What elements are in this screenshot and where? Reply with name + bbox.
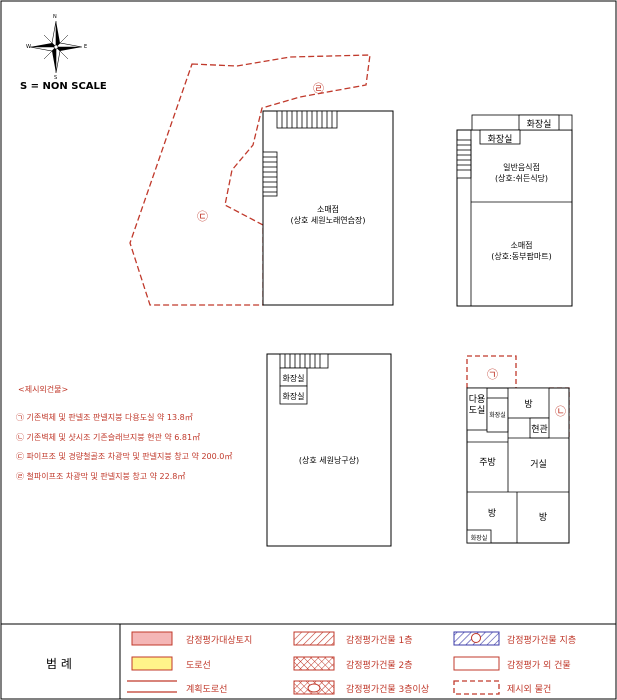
legend-label-road-line: 도로선 <box>186 661 211 671</box>
retail-sub: (상호:동부팜마트) <box>491 252 552 261</box>
house-wc-small: 화장실 <box>489 412 506 419</box>
compass-w: W <box>26 44 31 50</box>
symbol-g: ㉠ <box>487 368 498 381</box>
middle-sub: (상호 세원낭구상) <box>298 456 360 465</box>
house-building <box>466 355 570 544</box>
compass-s: S <box>54 75 58 81</box>
exclusion-boundary-3 <box>129 54 371 306</box>
house-living: 거실 <box>530 460 547 470</box>
store-building <box>262 110 394 306</box>
legend-label-basement: 감정평가건물 지층 <box>507 636 577 646</box>
exclusion-item-3: ㉢ 파이프조 및 경량철골조 차광막 및 판넬지붕 창고 약 200.0㎡ <box>16 452 233 461</box>
legend-swatch-planned-road <box>127 680 177 693</box>
legend-swatch-floor-2 <box>293 656 335 671</box>
exclusions-title: <제시외건물> <box>18 385 69 394</box>
legend-swatch-floor-3 <box>293 680 335 695</box>
house-room-2: 방 <box>487 509 497 519</box>
restaurant-sub: (상호:쉬든식당) <box>494 174 549 183</box>
exclusion-item-1: ㉠ 기존벽체 및 판넬조 판넬지붕 다용도실 약 13.8㎡ <box>16 413 193 422</box>
legend-frame <box>1 623 616 699</box>
house-wc-bottom: 화장실 <box>470 535 488 542</box>
legend-label-floor-2: 감정평가건물 2층 <box>346 661 413 671</box>
symbol-d: ㉢ <box>197 210 208 223</box>
house-room-3: 방 <box>538 513 548 523</box>
middle-building <box>266 353 392 547</box>
legend-swatch-exclusion <box>453 680 500 695</box>
compass-n: N <box>53 14 57 20</box>
compass-e: E <box>84 44 88 50</box>
right-building <box>456 114 573 307</box>
legend-label-floor-1: 감정평가건물 1층 <box>346 636 413 646</box>
legend-label-planned-road: 계획도로선 <box>186 685 228 695</box>
legend-label-target-land: 감정평가대상토지 <box>186 636 253 646</box>
store-sub: (상호 세원노래연습장) <box>290 216 366 225</box>
scale-note: S = NON SCALE <box>20 81 107 92</box>
legend-swatch-basement <box>453 631 500 646</box>
legend-swatch-floor-1 <box>293 631 335 646</box>
restaurant-name: 일반음식점 <box>503 163 540 172</box>
compass-rose-icon <box>29 20 83 74</box>
symbol-n: ㉡ <box>555 405 566 418</box>
exclusion-item-2: ㉡ 기존벽체 및 샷시조 기존슬래브지붕 현관 약 6.81㎡ <box>16 433 201 442</box>
right-wc-upper: 화장실 <box>526 120 552 130</box>
house-entrance: 현관 <box>531 425 548 435</box>
legend-label-floor-3: 감정평가건물 3층이상 <box>346 685 430 695</box>
right-wc-lower: 화장실 <box>487 135 513 145</box>
legend-swatch-target-land <box>131 631 173 646</box>
house-room-1: 방 <box>524 400 533 410</box>
middle-wc-1: 화장실 <box>282 374 305 383</box>
legend-title: 범 례 <box>46 657 72 671</box>
store-name: 소매점 <box>316 205 340 214</box>
house-multi-room: 다용 도실 <box>468 395 486 416</box>
legend-label-exclusion: 제시외 물건 <box>507 685 552 695</box>
symbol-r: ㉣ <box>313 82 324 95</box>
middle-wc-2: 화장실 <box>282 392 305 401</box>
exclusion-boundary-1 <box>466 355 517 388</box>
legend-swatch-non-appraisal <box>453 656 500 671</box>
retail-name: 소매점 <box>510 241 533 250</box>
exclusion-item-4: ㉣ 철파이프조 차광막 및 판넬지붕 창고 약 22.8㎡ <box>16 472 186 481</box>
legend-label-non-appraisal: 감정평가 외 건물 <box>507 661 571 671</box>
house-kitchen: 주방 <box>479 458 496 468</box>
legend-swatch-road-line <box>131 656 173 671</box>
